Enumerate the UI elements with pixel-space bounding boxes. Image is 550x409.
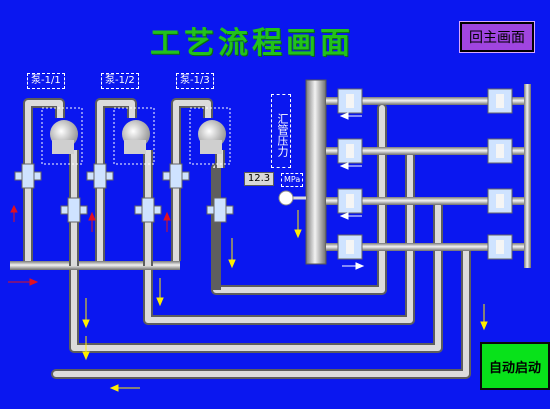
valve-outlet-1-inner[interactable] bbox=[337, 88, 363, 114]
pressure-unit-label: MPa bbox=[281, 173, 304, 187]
flow-arrows bbox=[8, 112, 488, 392]
header-pressure-label: 汇管压力 bbox=[271, 94, 291, 168]
valve-outlet-4-inner[interactable] bbox=[337, 234, 363, 260]
valve-pump1-suction[interactable] bbox=[14, 163, 42, 189]
valve-pump2-suction[interactable] bbox=[86, 163, 114, 189]
pump-1-2[interactable] bbox=[113, 107, 155, 165]
page-title: 工艺流程画面 bbox=[150, 26, 354, 61]
flow-arrow-red bbox=[8, 204, 171, 286]
valve-outlet-2-outer[interactable] bbox=[487, 138, 513, 164]
outlet-lines bbox=[326, 84, 531, 268]
flow-arrow-white bbox=[339, 112, 365, 270]
auto-start-button[interactable]: 自动启动 bbox=[480, 342, 550, 390]
valve-pump1-discharge[interactable] bbox=[60, 197, 88, 223]
valve-pump2-discharge[interactable] bbox=[134, 197, 162, 223]
return-main-screen-button[interactable]: 回主画面 bbox=[459, 21, 535, 53]
pump-label-2: 泵-1/2 bbox=[101, 73, 139, 89]
pump-1-3[interactable] bbox=[189, 107, 231, 165]
valve-outlet-1-outer[interactable] bbox=[487, 88, 513, 114]
suction-header-pipe bbox=[10, 261, 180, 270]
pump-1-1[interactable] bbox=[41, 107, 83, 165]
pump-label-1: 泵-1/1 bbox=[27, 73, 65, 89]
valve-outlet-2-inner[interactable] bbox=[337, 138, 363, 164]
valve-pump3-suction[interactable] bbox=[162, 163, 190, 189]
valve-pump3-discharge[interactable] bbox=[206, 197, 234, 223]
valve-outlet-3-inner[interactable] bbox=[337, 188, 363, 214]
manifold-header bbox=[305, 79, 327, 265]
pump-label-3: 泵-1/3 bbox=[176, 73, 214, 89]
return-pipe-loops bbox=[51, 103, 471, 379]
valve-outlet-4-outer[interactable] bbox=[487, 234, 513, 260]
valve-outlet-3-outer[interactable] bbox=[487, 188, 513, 214]
pressure-gauge-icon bbox=[278, 190, 306, 206]
pressure-value-display: 12.3 bbox=[244, 172, 274, 186]
flow-arrow-yellow bbox=[82, 210, 488, 392]
